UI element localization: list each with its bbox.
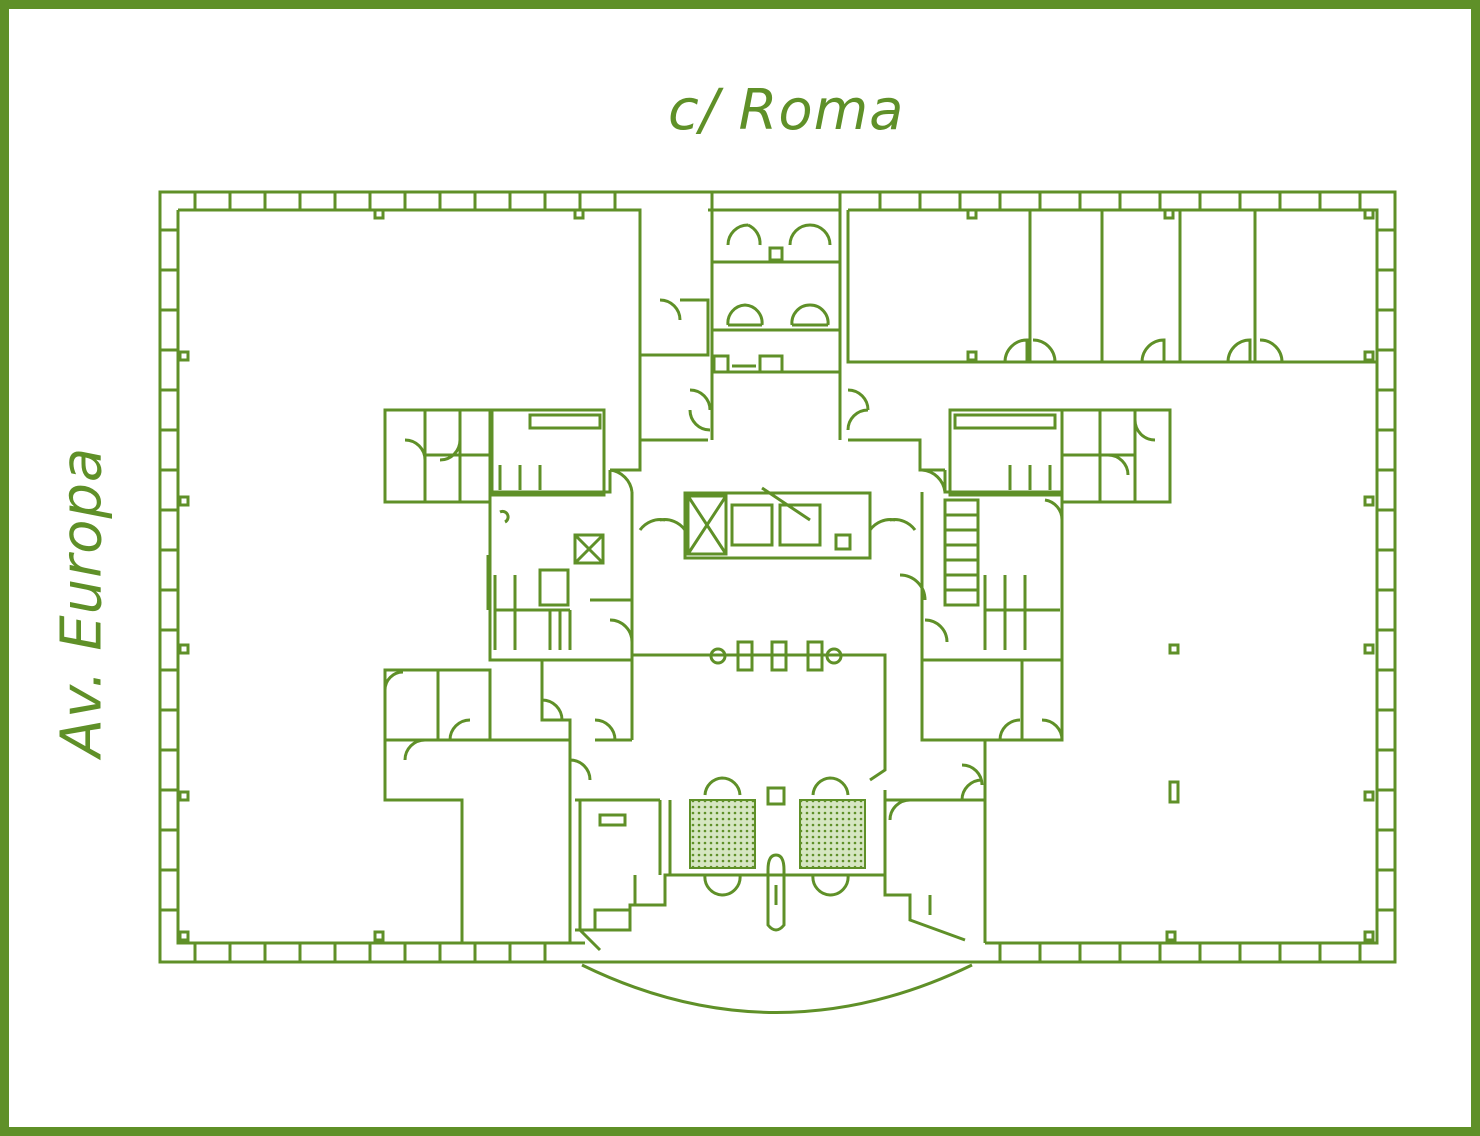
offices-top-right [846, 210, 1377, 364]
entrance-mats [689, 799, 866, 869]
left-lower-rooms [383, 658, 632, 943]
top-core [610, 192, 945, 472]
outer-walls [158, 190, 1397, 964]
right-core [486, 408, 1172, 662]
entrance [575, 776, 973, 1014]
lift-core [638, 486, 917, 560]
street-label-top: c/ Roma [668, 78, 905, 143]
right-lower-rooms [920, 658, 1064, 943]
central-hall [595, 640, 985, 802]
left-core [383, 408, 634, 662]
